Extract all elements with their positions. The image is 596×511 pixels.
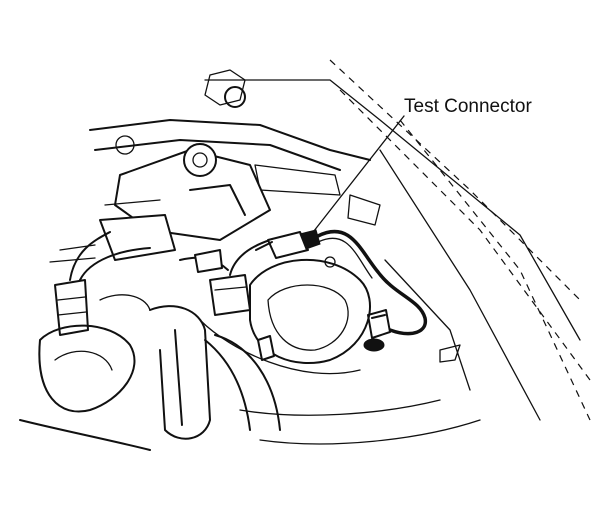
strut-tower <box>199 256 371 375</box>
left-connector-block <box>49 231 151 336</box>
test-lead-wire <box>316 229 428 336</box>
callout-label: Test Connector <box>404 96 532 117</box>
fender-panel <box>204 59 591 421</box>
harness-connector <box>179 239 271 316</box>
ground-terminal <box>363 309 391 352</box>
upper-bulkhead <box>89 69 381 226</box>
callout-leader-line <box>309 115 405 237</box>
test-connector <box>255 229 321 259</box>
intake-assembly <box>99 143 271 261</box>
lower-hoses <box>19 294 481 451</box>
test-connector-callout: Test Connector <box>309 96 532 237</box>
